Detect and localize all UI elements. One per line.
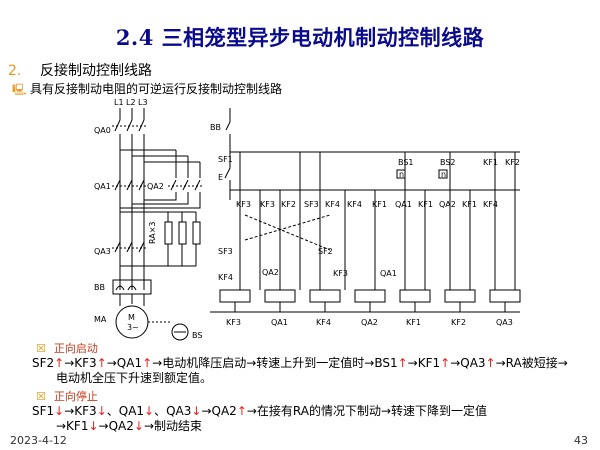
ctl-BB: BB [210, 123, 221, 132]
forward-stop-line2: →KF1↓→QA2↓→制动结束 [56, 419, 202, 433]
motor-3: 3~ [127, 323, 139, 332]
coil-KF4: KF4 [316, 318, 331, 327]
forward-start-line2: 电动机全压下升速到额定值。 [56, 371, 213, 385]
forward-start-heading: ☒ 正向启动 [36, 340, 98, 356]
label-MA: MA [94, 315, 107, 324]
c6: KF4 [347, 200, 362, 209]
forward-start-line1: SF2↑→KF3↑→QA1↑→电动机降压启动→转速上升到一定值时→BS1↑→KF… [32, 356, 568, 370]
ctl-E: E [218, 173, 223, 182]
label-QA1: QA1 [94, 182, 111, 191]
label-QA2: QA2 [147, 182, 164, 191]
ctl-BS1: BS1 [398, 158, 414, 167]
coil-QA3: QA3 [496, 318, 513, 327]
c4: SF3 [304, 200, 319, 209]
coil-QA1: QA1 [271, 318, 288, 327]
page-title: 2.4 三相笼型异步电动机制动控制线路 [115, 25, 485, 50]
ctl-SF3: SF3 [218, 247, 233, 256]
label-BB: BB [94, 283, 105, 292]
coil-QA2: QA2 [361, 318, 378, 327]
ctl-KF2-top: KF2 [505, 158, 520, 167]
c1: KF3 [236, 200, 251, 209]
label-RA: RA×3 [148, 222, 157, 245]
ctl-KF4-low: KF4 [218, 273, 233, 282]
section-label: 反接制动控制线路 [40, 63, 152, 79]
section-number: 2. [8, 63, 22, 79]
label-L3: L3 [138, 98, 148, 107]
ctl-QA2-mid: QA2 [262, 268, 279, 277]
c7: KF1 [372, 200, 387, 209]
subtitle: 🖳具有反接制动电阻的可逆运行反接制动控制线路 [12, 80, 282, 100]
label-BS: BS [192, 331, 202, 340]
c11: KF1 [462, 200, 477, 209]
note-icon: 🖳 [12, 83, 27, 96]
checkbox-icon: ☒ [36, 390, 46, 403]
ctl-KF3-mid: KF3 [333, 269, 348, 278]
label-QA3: QA3 [94, 247, 111, 256]
page-number: 43 [574, 434, 588, 447]
c10: QA2 [439, 200, 456, 209]
footer-date: 2023-4-12 [10, 434, 67, 447]
control-circuit: BB SF1 E KF3 KF3 KF2 SF3 KF4 KF4 KF1 QA1… [210, 108, 521, 327]
section-heading: 2. 反接制动控制线路 [8, 60, 152, 80]
main-circuit: L1 L2 L3 QA0 QA1 QA2 QA3 BB MA BS RA×3 [94, 98, 202, 341]
forward-stop-heading-text: 正向停止 [53, 390, 98, 403]
ctl-SF2: SF2 [318, 247, 333, 256]
c3: KF2 [281, 200, 296, 209]
c2: KF3 [260, 200, 275, 209]
ctl-KF1-top: KF1 [483, 158, 498, 167]
c12: KF4 [483, 200, 498, 209]
n-mark-1: n [399, 170, 404, 179]
forward-stop-heading: ☒ 正向停止 [36, 388, 98, 404]
ctl-BS2: BS2 [440, 158, 456, 167]
ctl-SF1: SF1 [218, 155, 233, 164]
label-QA0: QA0 [94, 126, 111, 135]
checkbox-icon: ☒ [36, 342, 46, 355]
n-mark-2: n [441, 170, 446, 179]
coil-row: KF3 QA1 KF4 QA2 KF1 KF2 QA3 [210, 289, 521, 327]
forward-start-heading-text: 正向启动 [53, 342, 98, 355]
motor-m: M [128, 313, 135, 322]
coil-KF2: KF2 [451, 318, 466, 327]
coil-KF3: KF3 [226, 318, 241, 327]
subtitle-text: 具有反接制动电阻的可逆运行反接制动控制线路 [30, 82, 283, 96]
ctl-QA1-mid: QA1 [380, 269, 397, 278]
coil-KF1: KF1 [406, 318, 421, 327]
label-L1: L1 [114, 98, 124, 107]
c8: QA1 [395, 200, 412, 209]
label-L2: L2 [126, 98, 136, 107]
forward-stop-line1: SF1↓→KF3↓、QA1↓、QA3↓→QA2↑→在接有RA的情况下制动→转速下… [32, 404, 488, 418]
c5: KF4 [325, 200, 340, 209]
